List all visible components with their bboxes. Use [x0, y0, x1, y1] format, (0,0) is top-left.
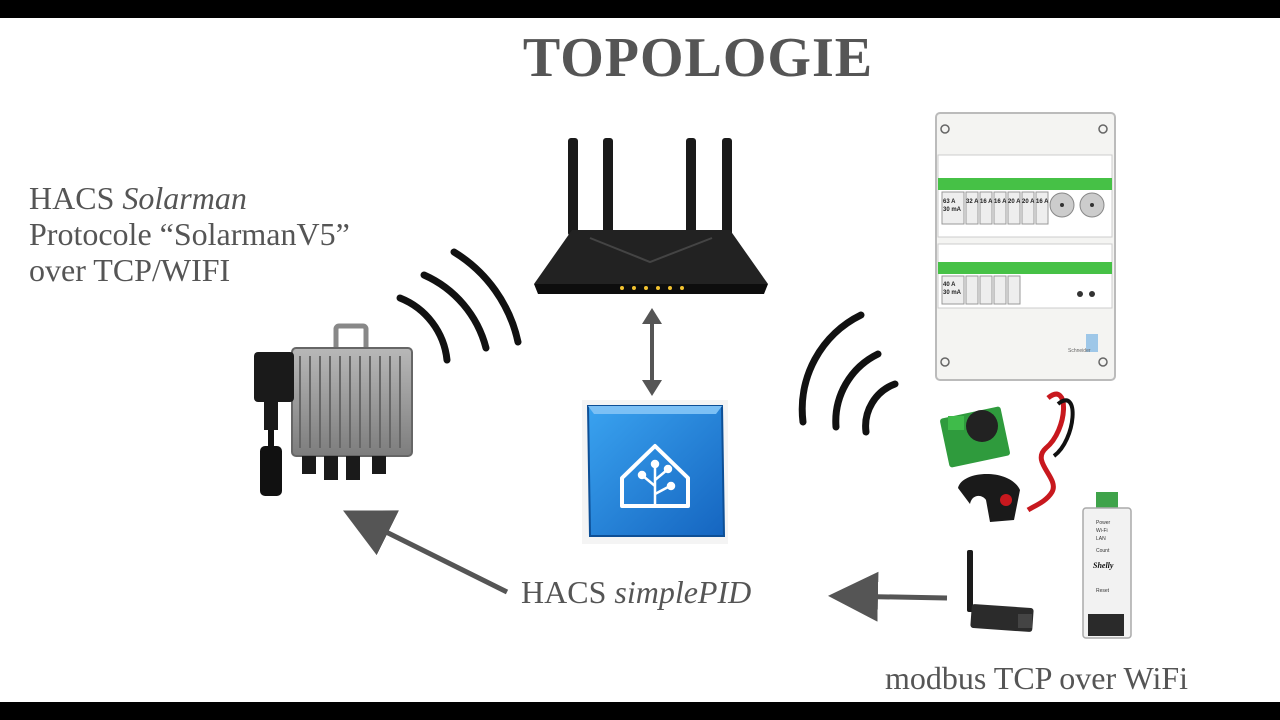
pid-to-inverter-arrow	[343, 510, 509, 595]
shelly-label-count: Count	[1096, 548, 1110, 554]
gateway-to-pid-arrow	[828, 571, 948, 622]
wifi-signal-left-icon	[396, 248, 522, 364]
panel-rating-1-sub: 30 mA	[943, 207, 962, 213]
home-assistant-box-icon	[582, 400, 728, 544]
modbus-wifi-gateway-icon	[967, 550, 1034, 632]
shelly-label-wifi: Wi-Fi	[1096, 528, 1108, 534]
shelly-label-reset: Reset	[1096, 588, 1110, 594]
solarman-line-1: HACS Solarman	[29, 180, 247, 216]
energy-meter-clamp-icon	[940, 391, 1075, 522]
electrical-panel-icon: 63 A 30 mA 40 A 30 mA 32 A 16 A 16 A 20 …	[935, 112, 1116, 381]
simplepid-label: HACS simplePID	[521, 574, 752, 610]
top-black-bar	[0, 0, 1280, 18]
shelly-brand-label: Shelly	[1093, 561, 1114, 570]
solarman-line-2: Protocole “SolarmanV5”	[29, 216, 350, 252]
slide-title: TOPOLOGIE	[522, 27, 874, 89]
bottom-black-bar	[0, 702, 1280, 720]
solarman-text-block: HACS Solarman Protocole “SolarmanV5” ove…	[29, 180, 350, 288]
microinverter-icon	[254, 323, 413, 496]
panel-brand: Schneider	[1068, 348, 1091, 354]
shelly-module-icon: Power Wi-Fi LAN Count Reset Shelly	[1082, 492, 1132, 639]
panel-rating-2: 40 A	[943, 282, 956, 288]
panel-breaker-6: 16 A	[1036, 199, 1049, 205]
panel-breaker-3: 16 A	[994, 199, 1007, 205]
panel-breaker-5: 20 A	[1022, 199, 1035, 205]
panel-breaker-2: 16 A	[980, 199, 993, 205]
shelly-label-lan: LAN	[1096, 536, 1106, 542]
router-icon	[534, 138, 768, 294]
solarman-line-3: over TCP/WIFI	[29, 252, 231, 288]
panel-rating-1: 63 A	[943, 199, 956, 205]
panel-breaker-4: 20 A	[1008, 199, 1021, 205]
panel-breaker-1: 32 A	[966, 199, 979, 205]
shelly-label-power: Power	[1096, 520, 1111, 526]
router-ha-link-arrow	[642, 308, 662, 396]
modbus-label: modbus TCP over WiFi	[885, 660, 1189, 696]
wifi-signal-right-icon	[798, 311, 899, 436]
panel-rating-2-sub: 30 mA	[943, 290, 962, 296]
